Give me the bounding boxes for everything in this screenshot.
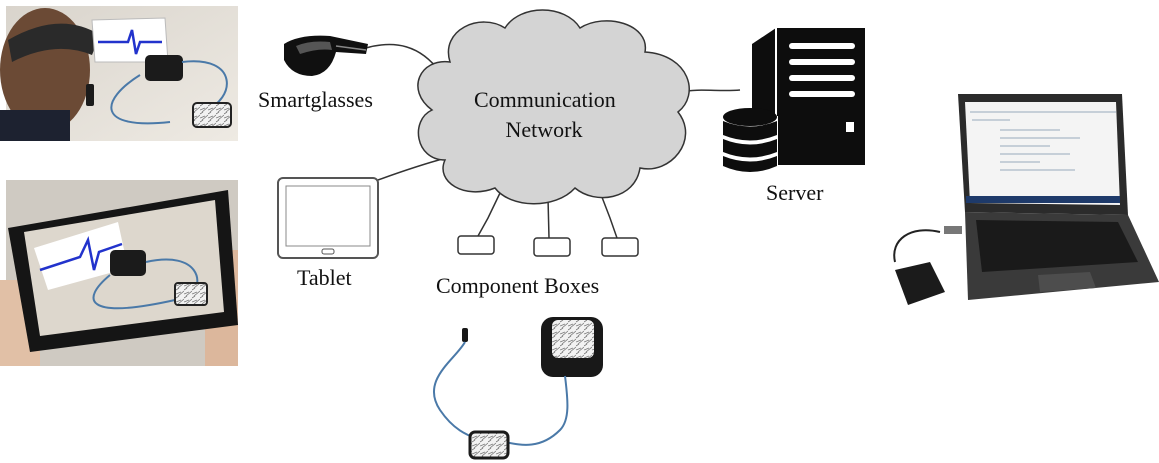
smartglasses-photo [0, 6, 238, 141]
server-icon [752, 28, 865, 165]
label-component-boxes: Component Boxes [436, 273, 600, 298]
line-box-2 [547, 197, 550, 239]
sensor-kit-photo [432, 317, 603, 460]
signal-trace [39, 236, 123, 272]
tablet-photo [0, 180, 238, 366]
label-tablet: Tablet [297, 265, 352, 290]
label-server: Server [766, 180, 824, 205]
line-tablet [377, 157, 447, 181]
component-box-icon [457, 235, 495, 255]
line-box-3 [599, 191, 618, 239]
label-network-line1: Communication [474, 87, 616, 112]
component-boxes [457, 235, 639, 257]
headset [8, 23, 100, 62]
database-icon [722, 108, 778, 172]
component-box-icon [601, 237, 639, 257]
component-box-icon [533, 237, 571, 257]
line-box-1 [477, 192, 501, 237]
tablet-icon [277, 177, 379, 259]
signal-trace [98, 29, 162, 55]
cloud-icon [417, 9, 690, 205]
smartglasses-icon [284, 35, 368, 76]
laptop-photo [893, 94, 1159, 305]
label-network-line2: Network [505, 117, 583, 142]
label-smartglasses: Smartglasses [258, 87, 373, 112]
